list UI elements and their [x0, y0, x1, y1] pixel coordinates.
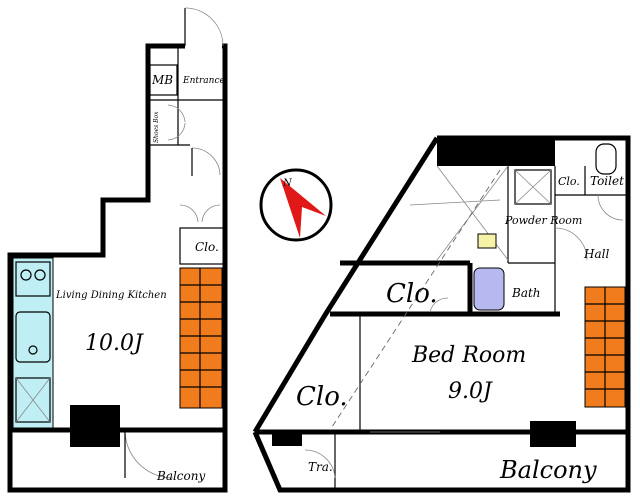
stairs-floor1 — [179, 267, 223, 409]
toilet-icon — [595, 143, 617, 175]
kitchen-counter — [12, 257, 54, 429]
ldk-size: 10.0J — [85, 331, 144, 356]
top-wall-block — [437, 138, 555, 166]
balcony-label-floor2: Balcony — [499, 456, 597, 484]
compass: N — [259, 168, 333, 242]
compass-north-label: N — [282, 178, 293, 189]
bed-room-label: Bed Room — [411, 343, 526, 368]
closet-large-label: Clo. — [386, 279, 438, 309]
north-arrow-icon — [280, 178, 326, 238]
bathtub — [473, 267, 505, 311]
pillar-floor2 — [530, 421, 576, 447]
closet-left-label: Clo. — [296, 382, 348, 412]
bed-room-size: 9.0J — [448, 379, 493, 404]
toilet-label: Toilet — [590, 174, 624, 188]
balcony-label-floor1: Balcony — [156, 469, 205, 483]
entrance-door[interactable] — [184, 7, 224, 47]
pillar-floor1 — [70, 405, 120, 447]
closet-label-floor1: Clo. — [195, 240, 219, 254]
ldk-label: Living Dining Kitchen — [55, 290, 167, 301]
mb-label: MB — [151, 73, 173, 87]
shoes-box-label: Shoes Box — [153, 111, 160, 143]
tra-label: Tra. — [308, 460, 333, 474]
floor-2 — [252, 135, 631, 493]
bath-label: Bath — [511, 286, 541, 300]
small-black-block — [272, 432, 302, 446]
closet-small-label: Clo. — [558, 175, 580, 188]
hall-label: Hall — [583, 247, 609, 261]
floor-1 — [7, 7, 228, 493]
sink-icon — [477, 233, 497, 249]
powder-room-label: Powder Room — [504, 214, 582, 227]
entrance-label: Entrance — [182, 76, 225, 86]
